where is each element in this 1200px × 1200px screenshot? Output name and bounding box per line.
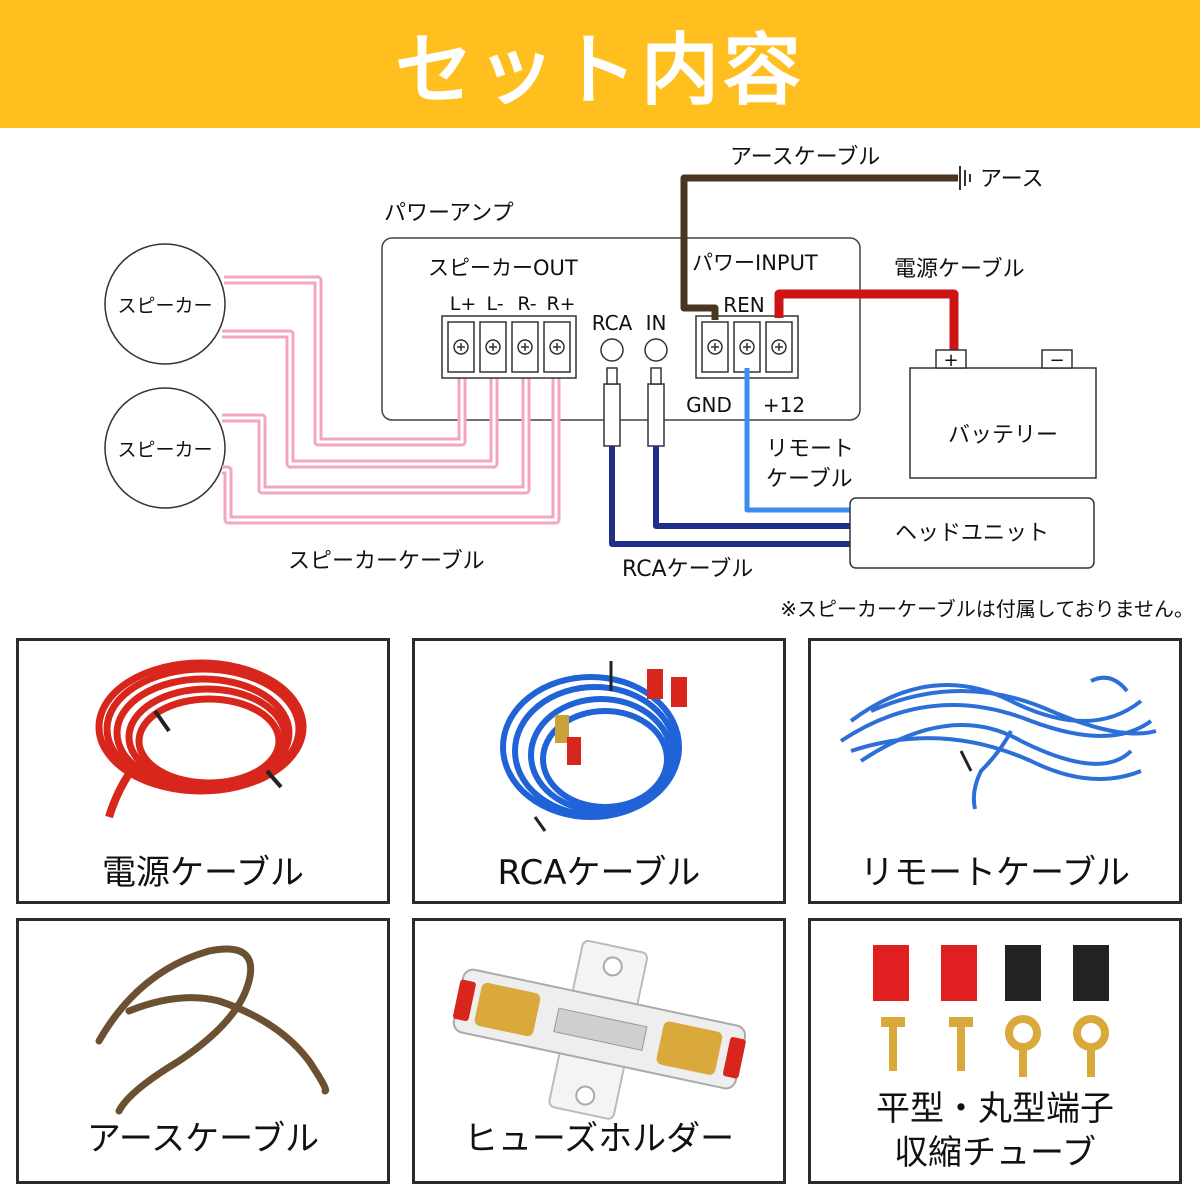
amplifier-box: [381, 237, 861, 421]
item-label-terminals-line1: 平型・丸型端子: [876, 1089, 1114, 1129]
rca-jack-left: [600, 338, 624, 362]
rca-jack-right: [644, 338, 668, 362]
item-card-rca-cable: RCAケーブル: [412, 638, 786, 904]
speaker-cable-label: スピーカーケーブル: [288, 549, 485, 574]
rca-cables: [609, 446, 850, 547]
in-label: IN: [646, 311, 667, 335]
power-cable: [774, 289, 959, 350]
power-cable-image: [95, 659, 307, 819]
item-label-fuse-holder: ヒューズホルダー: [463, 1119, 735, 1159]
earth-cable-label: アースケーブル: [730, 145, 880, 170]
item-card-power-cable: 電源ケーブル: [16, 638, 390, 904]
ren-label: REN: [723, 293, 765, 317]
head-unit-label: ヘッドユニット: [895, 521, 1049, 546]
battery-label: バッテリー: [948, 423, 1058, 448]
remote-cable-label-line2: ケーブル: [766, 467, 853, 492]
gnd-label: GND: [686, 393, 732, 417]
rca-cable-image: [500, 661, 687, 832]
speaker-2-label: スピーカー: [117, 439, 212, 461]
power-input-label: パワーINPUT: [692, 251, 818, 275]
header-banner: セット内容: [0, 0, 1200, 128]
remote-cable: [744, 368, 850, 513]
terminal-l-minus: L-: [486, 293, 503, 315]
item-label-remote-cable: リモートケーブル: [860, 853, 1130, 893]
terminals-tubes-image: [873, 945, 1109, 1077]
speaker-1-label: スピーカー: [117, 295, 212, 317]
item-label-terminals-line2: 収縮チューブ: [894, 1133, 1096, 1173]
speaker-2: [104, 387, 226, 509]
item-card-earth-cable: アースケーブル: [16, 918, 390, 1184]
battery-minus-sign: −: [1049, 350, 1064, 371]
page-title: セット内容: [394, 26, 805, 116]
ground-symbol: [959, 166, 971, 190]
terminal-r-minus: R-: [517, 293, 536, 315]
earth-cable-image: [95, 945, 330, 1115]
earth-label: アース: [980, 167, 1044, 192]
power-cable-label: 電源ケーブル: [894, 257, 1025, 282]
item-card-fuse-holder: ヒューズホルダー: [412, 918, 786, 1184]
speaker-1: [104, 243, 226, 365]
rca-label: RCA: [592, 311, 633, 335]
battery-plus-terminal: [935, 349, 967, 369]
terminal-l-plus: L+: [450, 293, 477, 315]
note-text: ※スピーカーケーブルは付属しておりません。: [780, 597, 1194, 621]
battery-minus-terminal: [1041, 349, 1073, 369]
remote-cable-label-line1: リモート: [766, 437, 854, 462]
item-label-rca-cable: RCAケーブル: [497, 853, 701, 893]
item-label-power-cable: 電源ケーブル: [102, 853, 304, 893]
battery: [909, 367, 1097, 479]
earth-cable: [680, 174, 958, 320]
wiring-diagram: パワーアンプ スピーカーOUT パワーINPUT スピーカー スピーカー: [104, 145, 1194, 621]
head-unit: [849, 497, 1095, 569]
item-label-earth-cable: アースケーブル: [86, 1119, 320, 1159]
power-amp-label: パワーアンプ: [384, 201, 514, 226]
item-card-remote-cable: リモートケーブル: [808, 638, 1182, 904]
fuse-holder-image: [452, 939, 747, 1120]
rca-cable-label: RCAケーブル: [622, 557, 753, 582]
item-card-terminals-tubes: 平型・丸型端子 収縮チューブ: [808, 918, 1182, 1184]
plus12-label: +12: [763, 393, 805, 417]
speaker-out-label: スピーカーOUT: [428, 256, 578, 280]
terminal-r-plus: R+: [546, 293, 575, 315]
battery-plus-sign: +: [943, 350, 958, 371]
remote-cable-image: [839, 675, 1157, 810]
